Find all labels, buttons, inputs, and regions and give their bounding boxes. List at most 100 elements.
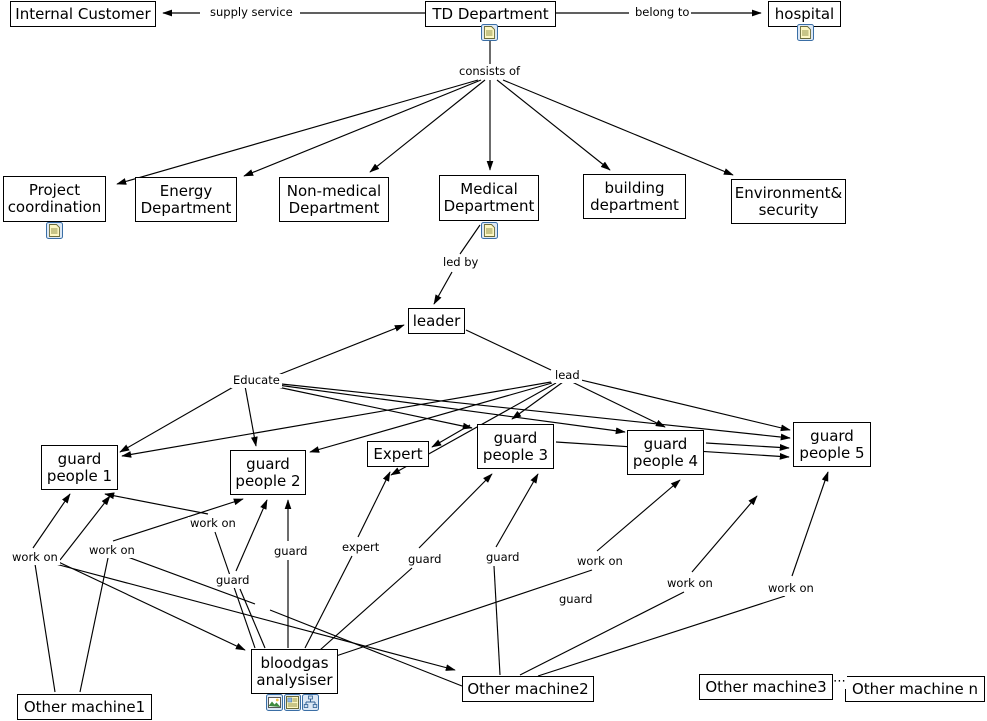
node-leader[interactable]: leader	[408, 308, 465, 334]
node-other-machine-n[interactable]: Other machine n	[845, 676, 985, 702]
node-label: guard people 4	[632, 434, 699, 470]
node-label: guard people 2	[235, 454, 301, 490]
node-other-machine-1[interactable]: Other machine1	[17, 694, 152, 720]
node-other-machine-2[interactable]: Other machine2	[462, 676, 594, 702]
edge-guard-3-to-guard-people-3	[418, 473, 493, 549]
edge-guard-1-to-guard-people-2	[235, 499, 268, 572]
bloodgas-icon-row	[266, 694, 319, 711]
edge-consists-of-to-environment-security	[502, 79, 734, 176]
edge-leader-to-lead	[465, 329, 552, 371]
edge-label-guard-4: guard	[484, 550, 522, 565]
node-label: bloodgas analysiser	[256, 653, 333, 689]
edge-work-on-1-to-guard-people-1	[32, 493, 71, 549]
node-expert[interactable]: Expert	[367, 441, 429, 467]
node-hospital[interactable]: hospital	[768, 1, 841, 27]
document-icon[interactable]	[481, 222, 498, 239]
node-label: Expert	[373, 444, 423, 463]
edge-label-expert: expert	[340, 540, 382, 555]
document-icon[interactable]	[284, 694, 301, 711]
node-bloodgas-analysiser[interactable]: bloodgas analysiser	[251, 649, 338, 694]
edge-educate-to-guard-people-4	[269, 383, 626, 435]
node-label: guard people 1	[46, 449, 113, 485]
edge-label-guard-2: guard	[272, 544, 310, 559]
edge-work-on-6-to-guard-people-5	[791, 471, 829, 577]
node-guard-people-2[interactable]: guard people 2	[230, 450, 306, 495]
edge-label-work-on-1: work on	[10, 550, 60, 565]
edge-educate-to-guard-people-2	[244, 385, 258, 447]
edge-lead-to-guard-people-5	[576, 378, 791, 432]
edge-expert-label-to-expert	[357, 471, 391, 538]
edge-lead-to-guard-people-3	[511, 381, 564, 420]
node-non-medical-department[interactable]: Non-medical Department	[279, 177, 389, 222]
edge-label-led-by: led by	[441, 255, 481, 270]
edge-machine2-to-work-on-6	[537, 595, 786, 677]
node-label: Non-medical Department	[286, 181, 382, 217]
node-energy-department[interactable]: Energy Department	[135, 177, 237, 222]
edge-work-on-5-to-guard-people-5	[691, 495, 758, 573]
edge-label-work-on-6: work on	[766, 581, 816, 596]
node-project-coordination[interactable]: Project coordination	[3, 176, 106, 222]
document-icon[interactable]	[797, 24, 814, 41]
node-label: Internal Customer	[15, 4, 151, 23]
edge-bloodgas-to-guard-3	[319, 567, 413, 651]
node-other-machine-3[interactable]: Other machine3	[699, 674, 833, 700]
edge-led-by-to-leader	[433, 271, 453, 305]
edge-label-supply-service: supply service	[208, 5, 295, 20]
edge-consists-of-to-non-medical-department	[369, 79, 486, 173]
node-label: Environment& security	[734, 183, 843, 219]
node-label: Other machine n	[851, 679, 979, 698]
node-guard-people-4[interactable]: guard people 4	[627, 430, 704, 475]
edge-work-on-4-to-guard-people-4	[596, 479, 681, 552]
edge-bloodgas-to-guard-1	[239, 588, 266, 649]
edge-educate-to-guard-people-1	[119, 385, 236, 453]
node-environment-security[interactable]: Environment& security	[731, 179, 846, 224]
node-label: leader	[412, 311, 461, 330]
node-label: guard people 5	[799, 426, 865, 462]
picture-icon[interactable]	[266, 694, 283, 711]
node-internal-customer[interactable]: Internal Customer	[10, 1, 156, 27]
node-label: building department	[590, 178, 679, 214]
edge-educate-to-guard-people-3	[267, 384, 473, 430]
node-label: hospital	[774, 4, 835, 23]
edge-machine2-to-guard-4	[493, 565, 501, 676]
node-guard-people-1[interactable]: guard people 1	[41, 445, 118, 490]
document-icon[interactable]	[481, 24, 498, 41]
machines-ellipsis: ⋯	[833, 674, 847, 689]
edge-guard-people-4-to-guard-people-5	[705, 442, 790, 451]
edge-consists-of-to-building-department	[496, 79, 611, 171]
node-label: Other machine1	[23, 697, 146, 716]
edge-machine2-to-work-on-5	[519, 591, 685, 676]
edge-work-on-1-to-bloodgas	[49, 557, 246, 651]
node-guard-people-5[interactable]: guard people 5	[793, 422, 871, 467]
edge-label-work-on-2: work on	[87, 543, 137, 558]
edge-bloodgas-to-work-on-3	[214, 531, 256, 649]
edge-medical-to-led-by	[459, 224, 481, 255]
edge-consists-of-to-energy-department	[243, 79, 482, 177]
node-label: Project coordination	[7, 181, 102, 216]
node-building-department[interactable]: building department	[583, 174, 686, 219]
edge-machine1-to-work-on-2	[79, 557, 109, 693]
node-guard-people-3[interactable]: guard people 3	[477, 424, 554, 469]
edge-label-guard-1: guard	[214, 573, 252, 588]
edge-label-consists-of: consists of	[457, 64, 523, 79]
hierarchy-icon[interactable]	[302, 694, 319, 711]
node-label: guard people 3	[482, 428, 549, 464]
edge-right-to-expert	[431, 424, 471, 448]
document-icon[interactable]	[46, 222, 63, 239]
edge-bloodgas-to-expert-label	[304, 555, 353, 649]
node-medical-department[interactable]: Medical Department	[439, 175, 539, 221]
edge-label-work-on-4: work on	[575, 554, 625, 569]
node-label: Medical Department	[443, 180, 535, 215]
edge-educate-to-leader	[277, 324, 405, 376]
edge-lead-to-guard-people-4	[569, 380, 666, 428]
edge-label-lead: lead	[553, 368, 582, 383]
node-label: TD Department	[432, 4, 549, 23]
edge-consists-of-to-project-coordination	[116, 79, 479, 185]
edge-guard-4-to-guard-people-3	[495, 473, 539, 548]
node-label: Other machine2	[467, 679, 589, 698]
edge-label-work-on-5: work on	[665, 576, 715, 591]
node-label: Other machine3	[705, 677, 827, 696]
edge-label-guard-5: guard	[557, 592, 595, 607]
